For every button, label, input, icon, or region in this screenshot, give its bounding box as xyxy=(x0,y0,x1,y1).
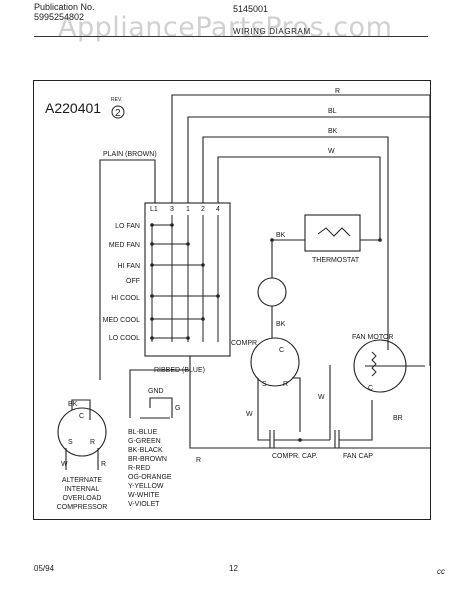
compr-cap-label: COMPR. CAP. xyxy=(272,453,317,460)
switch-med-cool: MED COOL xyxy=(103,317,140,324)
switch-lo-cool: LO COOL xyxy=(109,335,140,342)
alt-note-line-4: COMPRESSOR xyxy=(57,504,108,511)
rev-number: 2 xyxy=(115,108,121,119)
compressor-terminal-r: R xyxy=(283,381,288,388)
alt-note-line-3: OVERLOAD xyxy=(63,495,102,502)
fan-w-label: W xyxy=(318,394,325,401)
switch-lo-fan: LO FAN xyxy=(115,223,140,230)
legend-r: R-RED xyxy=(128,465,150,472)
bottom-r-label: R xyxy=(196,457,201,464)
terminal-2: 2 xyxy=(201,206,205,213)
terminal-4: 4 xyxy=(216,206,220,213)
alt-note-line-2: INTERNAL xyxy=(65,486,100,493)
model-number: 5145001 xyxy=(233,4,269,14)
alt-note-line-1: ALTERNATE xyxy=(62,477,103,484)
fan-motor-label: FAN MOTOR xyxy=(352,334,393,341)
compressor-terminal-c: C xyxy=(279,347,284,354)
fan-terminal-c: C xyxy=(368,385,373,392)
gnd-wire-label: G xyxy=(175,405,180,412)
alt-terminal-s: S xyxy=(68,439,73,446)
rev-label: REV. xyxy=(111,97,122,103)
alt-r-label: R xyxy=(101,461,106,468)
alt-bk-label: BK xyxy=(68,401,78,408)
alt-terminal-r: R xyxy=(90,439,95,446)
gnd-label: GND xyxy=(148,388,164,395)
fan-cap-label: FAN CAP xyxy=(343,453,373,460)
compressor-label: COMPR xyxy=(231,340,257,347)
switch-hi-cool: HI COOL xyxy=(111,295,140,302)
alt-w-label: W xyxy=(61,461,68,468)
compr-w-label: W xyxy=(246,411,253,418)
wire-bk-label: BK xyxy=(328,128,338,135)
legend-bl: BL-BLUE xyxy=(128,429,158,436)
thermostat-label: THERMOSTAT xyxy=(312,257,360,264)
legend-og: OG-ORANGE xyxy=(128,474,172,481)
watermark: AppliancePartsPros.com xyxy=(58,12,393,43)
diagram-title: WIRING DIAGRAM xyxy=(233,27,311,36)
diagram-code: A220401 xyxy=(45,100,101,116)
legend-br: BR-BROWN xyxy=(128,456,167,463)
header-rule xyxy=(34,36,428,37)
fan-br-label: BR xyxy=(393,415,403,422)
plain-wire-label: PLAIN (BROWN) xyxy=(103,151,157,158)
switch-hi-fan: HI FAN xyxy=(117,263,140,270)
footer-page: 12 xyxy=(229,564,238,573)
wire-r-label: R xyxy=(335,88,340,95)
footer-date: 05/94 xyxy=(34,564,55,573)
legend-g: G-GREEN xyxy=(128,438,161,445)
wire-bl-label: BL xyxy=(328,108,337,115)
compressor-terminal-s: S xyxy=(262,381,267,388)
terminal-1: 1 xyxy=(186,206,190,213)
legend-bk: BK-BLACK xyxy=(128,447,163,454)
legend-w: W-WHITE xyxy=(128,492,160,499)
switch-med-fan: MED FAN xyxy=(109,242,140,249)
alt-terminal-c: C xyxy=(79,413,84,420)
thermostat-bk-label: BK xyxy=(276,232,286,239)
legend-y: Y-YELLOW xyxy=(128,483,164,490)
wire-w-label: W xyxy=(328,148,335,155)
publication-label: Publication No. xyxy=(34,2,95,12)
ribbed-wire-label: RIBBED (BLUE) xyxy=(154,367,205,374)
terminal-3: 3 xyxy=(170,206,174,213)
overload-bk-label: BK xyxy=(276,321,286,328)
footer-mark: cc xyxy=(437,567,445,576)
terminal-l1: L1 xyxy=(150,206,158,213)
publication-number: 5995254802 xyxy=(34,12,85,22)
switch-off: OFF xyxy=(126,278,140,285)
legend-v: V-VIOLET xyxy=(128,501,160,508)
